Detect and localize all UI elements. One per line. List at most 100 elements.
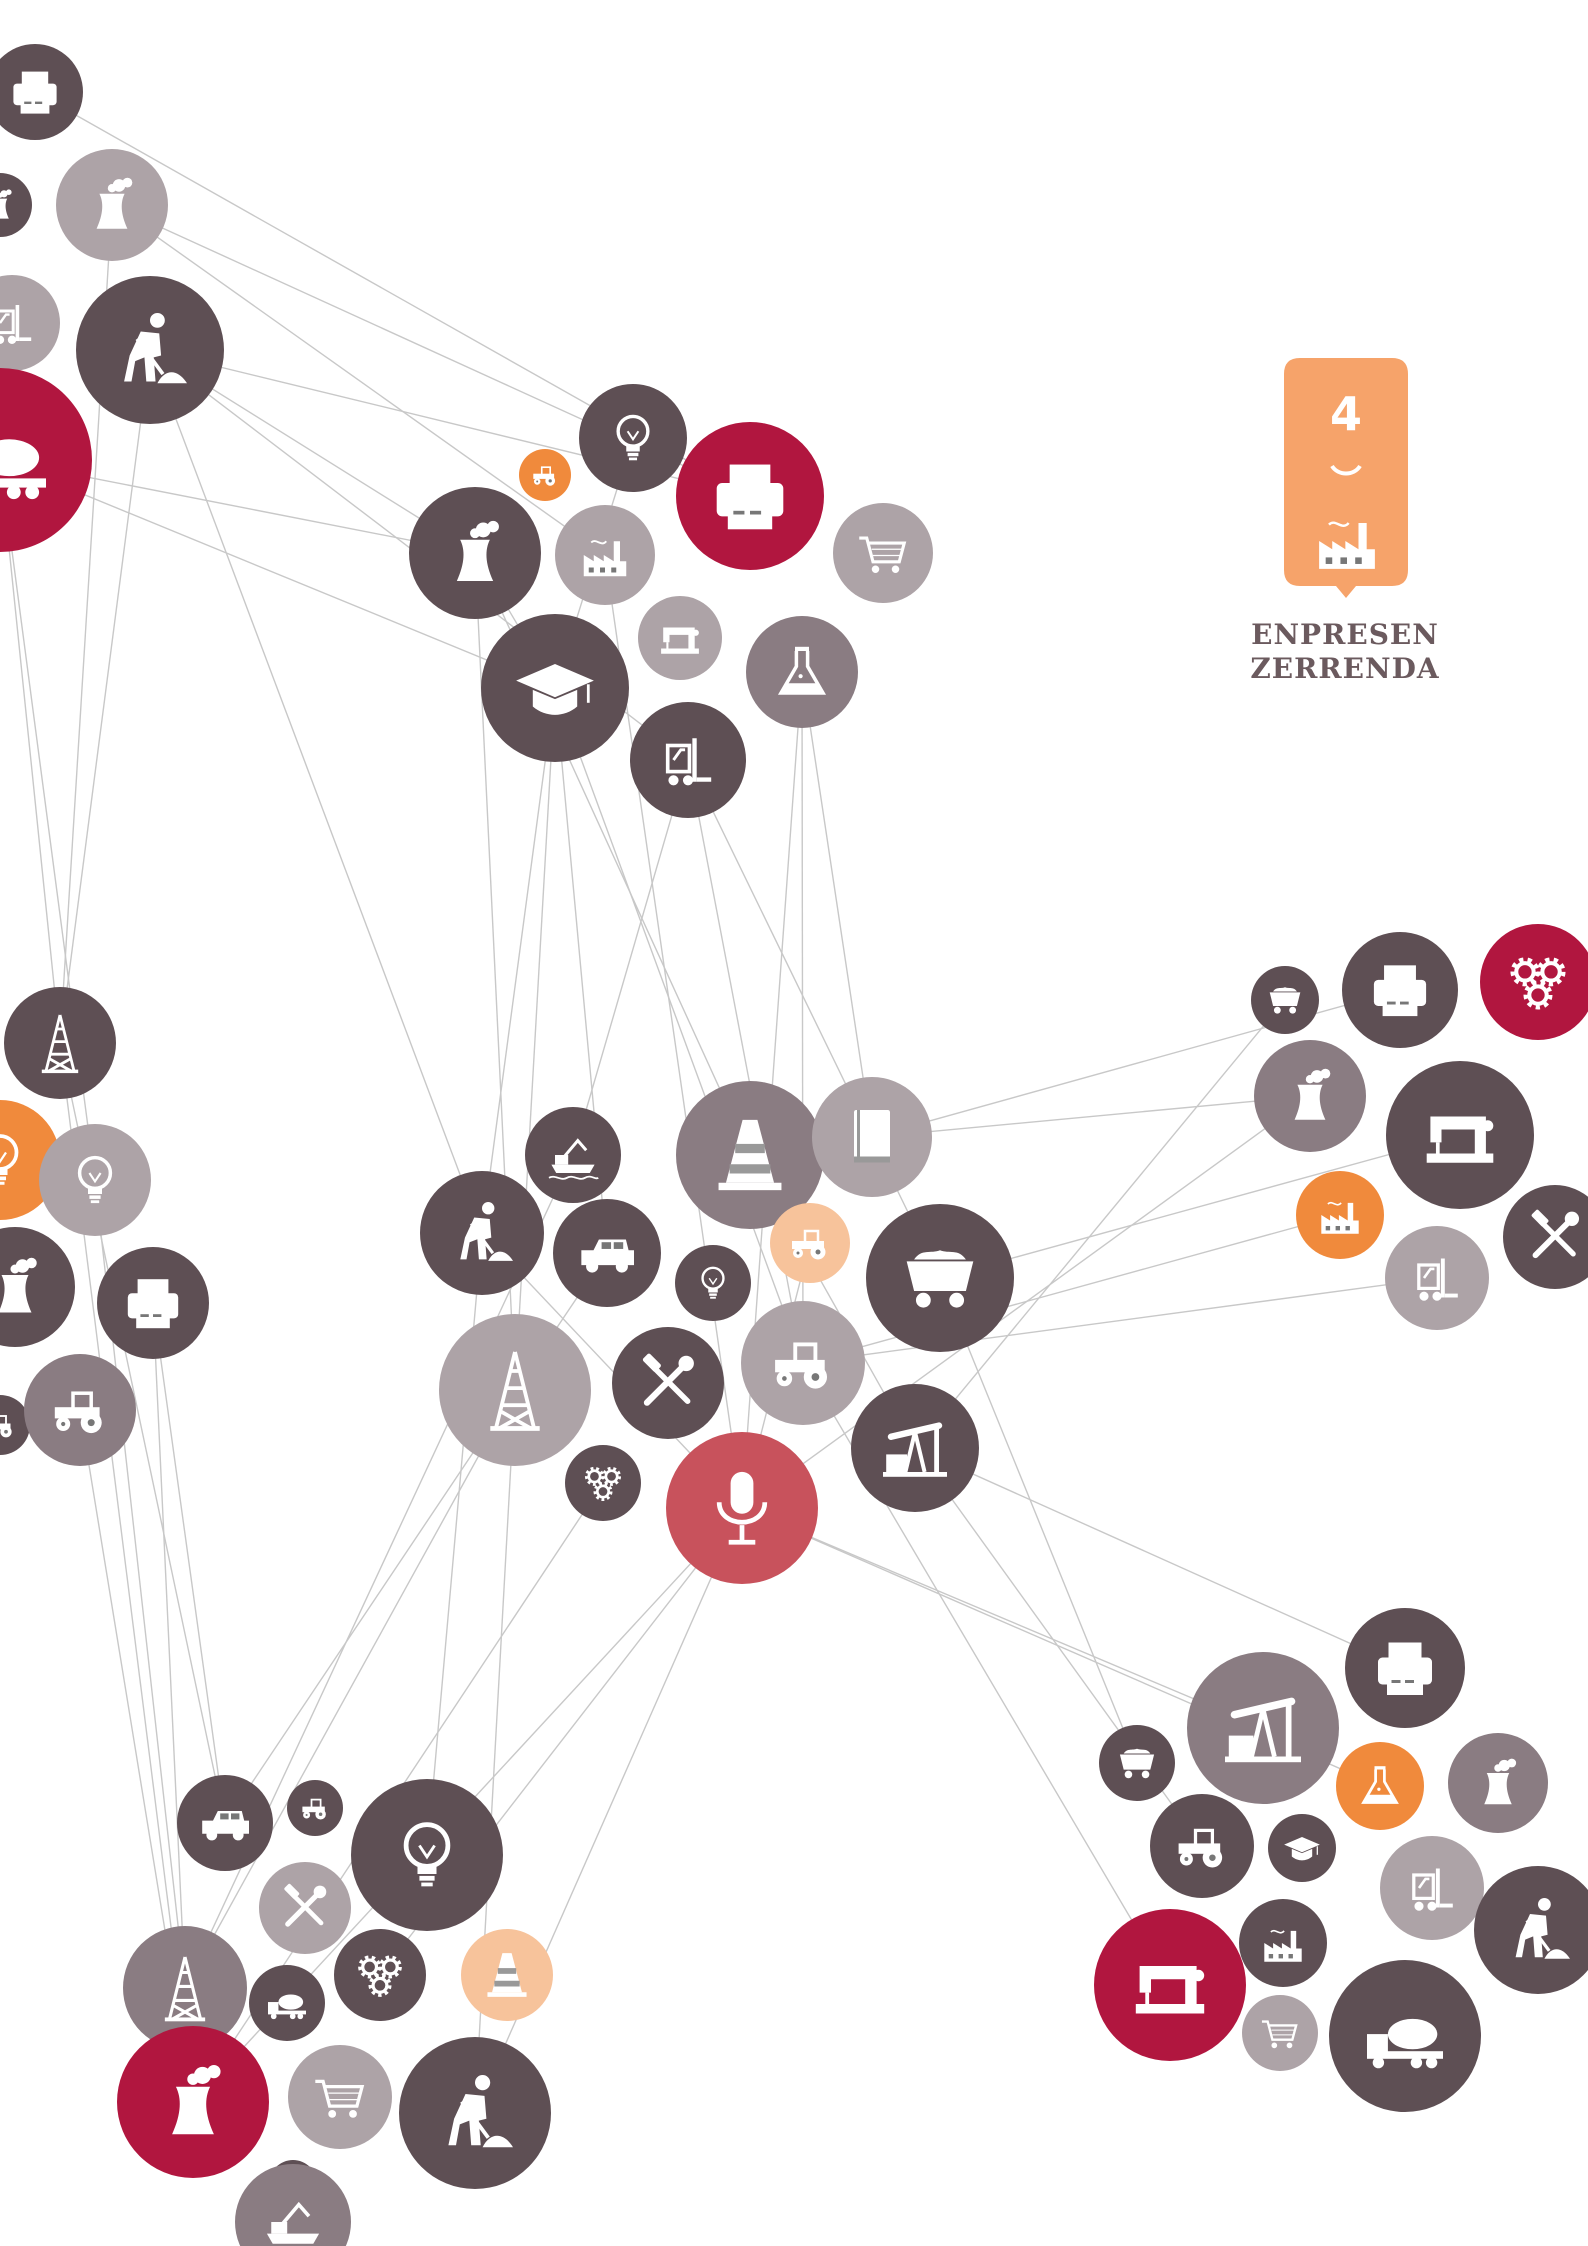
network-node	[4, 987, 116, 1099]
network-node	[666, 1432, 818, 1584]
network-node	[1480, 924, 1588, 1040]
network-node-disc	[0, 1227, 75, 1347]
network-node-disc	[1336, 1742, 1424, 1830]
network-node	[1342, 932, 1458, 1048]
printer-icon	[127, 1279, 179, 1329]
network-node	[461, 1929, 553, 2021]
network-node	[439, 1314, 591, 1466]
tractor-icon	[0, 1415, 12, 1438]
tools-icon	[642, 1353, 694, 1406]
microphone-icon	[716, 1471, 768, 1545]
network-node	[812, 1077, 932, 1197]
network-node-disc	[638, 596, 722, 680]
network-node-disc	[833, 503, 933, 603]
tractor-icon	[775, 1342, 828, 1389]
network-node	[399, 2037, 551, 2189]
network-node	[1296, 1171, 1384, 1259]
network-edge	[0, 459, 61, 1044]
network-node	[1345, 1608, 1465, 1728]
network-node	[0, 1227, 75, 1347]
jeep-icon	[202, 1811, 249, 1841]
network-node	[1268, 1814, 1336, 1882]
network-node	[638, 596, 722, 680]
network-node	[97, 1247, 209, 1359]
network-edge	[149, 349, 483, 1234]
network-nodes	[0, 44, 1588, 2246]
network-node	[612, 1327, 724, 1439]
network-node	[1239, 1899, 1327, 1987]
cement-truck-icon	[0, 439, 46, 500]
power-plant-icon	[456, 520, 499, 582]
network-node	[0, 44, 83, 140]
tractor-icon	[1178, 1828, 1223, 1868]
network-node	[741, 1301, 865, 1425]
power-plant-icon	[1484, 1758, 1517, 1805]
network-node-disc	[1187, 1652, 1339, 1804]
mine-cart-icon	[1269, 987, 1301, 1014]
tools-icon	[1531, 1209, 1580, 1259]
jeep-icon	[581, 1239, 634, 1273]
network-edge	[741, 1507, 1264, 1729]
network-node	[519, 449, 571, 501]
sewing-machine-icon	[661, 627, 699, 654]
factory-icon	[1264, 1929, 1302, 1962]
network-node	[249, 1965, 325, 2041]
network-node	[565, 1445, 641, 1521]
network-node	[24, 1354, 136, 1466]
chapter-title-line-2: ZERRENDA	[1250, 652, 1440, 685]
forklift-icon	[665, 738, 712, 786]
network-node	[1251, 966, 1319, 1034]
traffic-cone-icon	[718, 1119, 782, 1191]
network-edge	[801, 671, 873, 1138]
network-node	[675, 1245, 751, 1321]
lightbulb-icon	[403, 1822, 451, 1887]
network-node	[1474, 1866, 1588, 1994]
network-node	[76, 276, 224, 424]
network-node	[0, 368, 92, 552]
network-node	[481, 614, 629, 762]
network-edge	[0, 459, 556, 689]
network-edge	[939, 1277, 1138, 1764]
gears-icon	[584, 1466, 622, 1502]
tractor-icon	[533, 466, 556, 486]
oil-derrick-icon	[490, 1351, 540, 1431]
chapter-title: ENPRESEN ZERRENDA	[1180, 618, 1510, 686]
network-node-disc	[1296, 1171, 1384, 1259]
network-node	[56, 149, 168, 261]
flask-icon	[1361, 1766, 1399, 1804]
network-node	[1448, 1733, 1548, 1833]
network-edge	[554, 687, 804, 1364]
network-node	[420, 1171, 544, 1295]
network-node	[1150, 1794, 1254, 1898]
power-plant-icon	[1294, 1068, 1331, 1120]
forklift-icon	[1417, 1258, 1458, 1301]
network-node	[525, 1107, 621, 1203]
network-node-disc	[1503, 1185, 1588, 1289]
tractor-icon	[792, 1229, 826, 1260]
shopping-cart-icon	[1261, 2020, 1298, 2049]
network-node	[1329, 1960, 1481, 2112]
network-node	[1187, 1652, 1339, 1804]
network-edge	[802, 1214, 1341, 1364]
network-node	[0, 173, 32, 237]
network-node	[0, 275, 60, 371]
network-node	[123, 1926, 247, 2050]
lightbulb-icon	[701, 1266, 725, 1299]
network-node	[851, 1384, 979, 1512]
network-node	[1386, 1061, 1534, 1209]
network-edge	[111, 204, 606, 556]
network-node	[334, 1929, 426, 2021]
network-node-disc	[1239, 1899, 1327, 1987]
road-worker-icon	[1515, 1898, 1570, 1959]
power-plant-icon	[0, 1257, 37, 1313]
network-node-disc	[288, 2045, 392, 2149]
network-edge	[152, 1302, 186, 1989]
power-plant-icon	[172, 2064, 221, 2135]
network-node	[770, 1203, 850, 1283]
network-node	[1099, 1725, 1175, 1801]
network-node	[117, 2026, 269, 2178]
network-node-disc	[0, 1395, 30, 1455]
forklift-icon	[1412, 1868, 1453, 1911]
chapter-smile	[1330, 464, 1362, 476]
